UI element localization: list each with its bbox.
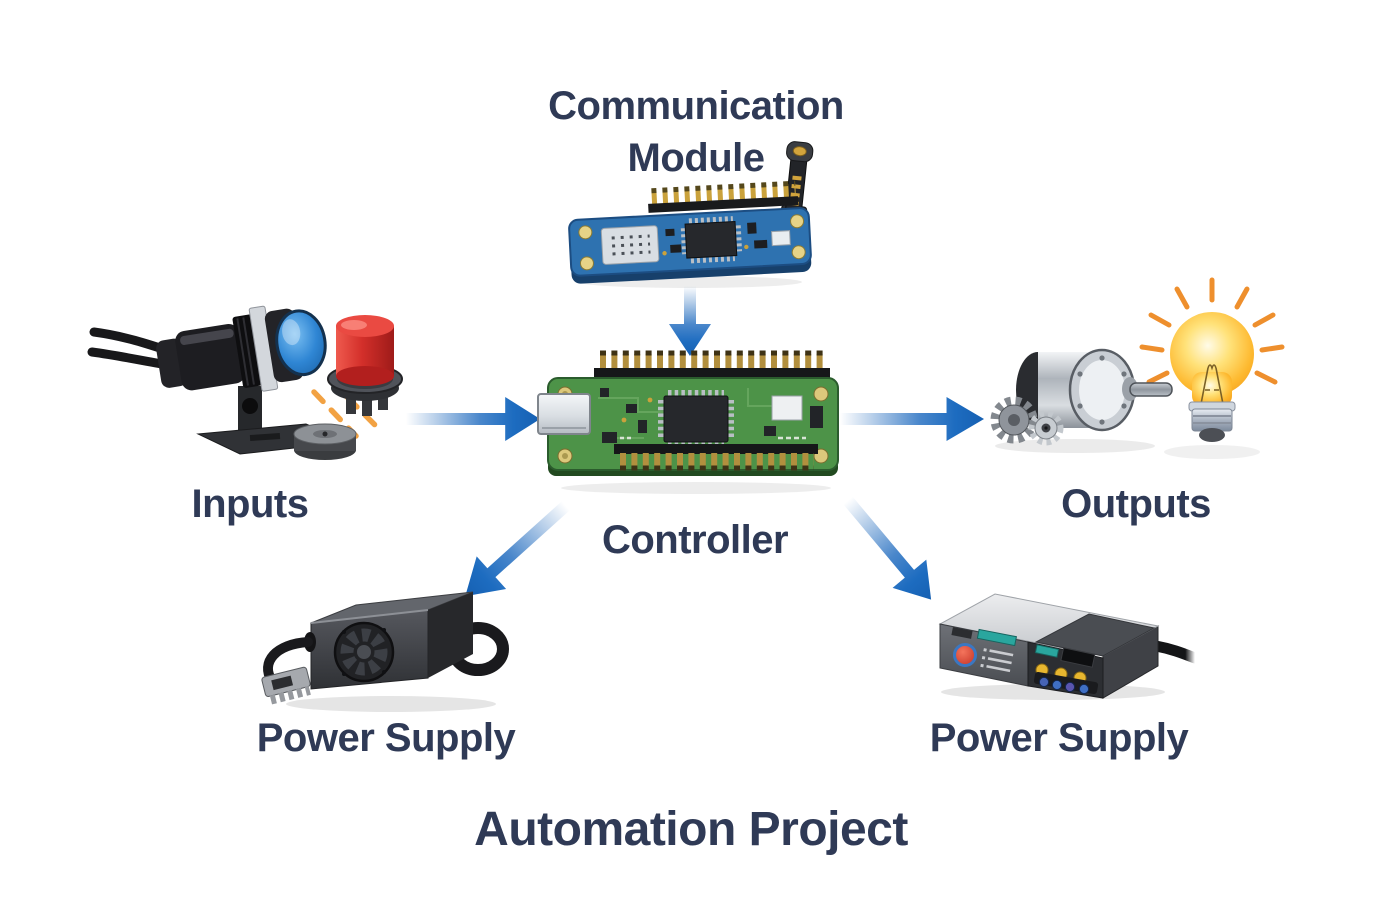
controller-label: Controller bbox=[601, 518, 789, 562]
diagram-title: Automation Project bbox=[474, 803, 908, 856]
communication-module-illustration bbox=[568, 141, 814, 288]
power-supply-left-label: Power Supply bbox=[256, 716, 516, 760]
qfp-chip bbox=[680, 216, 743, 264]
filament bbox=[1200, 364, 1224, 405]
module-controls bbox=[1033, 644, 1099, 695]
adapter-box bbox=[310, 591, 474, 690]
shadow bbox=[286, 696, 496, 712]
photoelectric-sensor bbox=[156, 305, 327, 392]
outputs-label: Outputs bbox=[1061, 482, 1211, 526]
multi-pin-connector bbox=[261, 666, 311, 705]
gear-motor bbox=[990, 348, 1173, 453]
metal-target-disc bbox=[293, 423, 357, 460]
dark-screen bbox=[1060, 647, 1096, 668]
arrow-controller-to-outputs bbox=[839, 397, 985, 441]
blue-lens bbox=[275, 309, 327, 377]
communication-module-label: Communication Module bbox=[548, 84, 844, 180]
inputs-label: Inputs bbox=[191, 482, 309, 526]
screw-hole bbox=[579, 256, 594, 271]
screw-base bbox=[1191, 408, 1233, 432]
top-pin-header bbox=[594, 350, 830, 379]
arrow-comm-to-controller bbox=[669, 286, 711, 356]
fan-grille bbox=[333, 621, 395, 683]
microcontroller-chip bbox=[658, 390, 734, 448]
arrow-controller-to-power-supply-right bbox=[843, 496, 932, 600]
bottom-pin-header bbox=[614, 444, 818, 471]
outputs-illustration bbox=[990, 277, 1285, 459]
power-supply-right-illustration bbox=[938, 593, 1201, 700]
red-push-button bbox=[327, 315, 403, 416]
inputs-illustration bbox=[87, 305, 403, 460]
screw-hole bbox=[790, 214, 805, 229]
arrow-inputs-to-controller bbox=[405, 397, 541, 441]
arrow-controller-to-power-supply-left bbox=[465, 501, 570, 597]
smd-component bbox=[771, 230, 791, 247]
front-panel-controls bbox=[951, 627, 1018, 673]
gear-small bbox=[1028, 410, 1064, 446]
screw-hole bbox=[813, 386, 829, 402]
gear-large bbox=[990, 396, 1038, 444]
light-bulb bbox=[1164, 312, 1260, 459]
teal-display-small bbox=[1034, 644, 1060, 658]
pin-header bbox=[648, 180, 799, 213]
smd-components bbox=[600, 388, 823, 443]
light-rays bbox=[1139, 277, 1285, 385]
controller-illustration bbox=[537, 350, 839, 494]
blue-pcb bbox=[568, 207, 812, 284]
screw-hole bbox=[791, 245, 806, 260]
power-cable bbox=[1150, 640, 1201, 664]
blue-knobs bbox=[1038, 676, 1090, 695]
teal-display bbox=[976, 628, 1018, 647]
shadow bbox=[561, 482, 831, 494]
power-supply-right-label: Power Supply bbox=[929, 716, 1189, 760]
white-component bbox=[771, 395, 803, 421]
rf-shield-can bbox=[600, 225, 660, 265]
motor-shaft bbox=[1129, 382, 1173, 397]
red-power-button bbox=[953, 643, 977, 667]
power-supply-left-illustration bbox=[261, 591, 509, 712]
usb-connector bbox=[537, 393, 591, 435]
bulb-tip bbox=[1199, 428, 1225, 442]
screw-hole bbox=[578, 225, 593, 240]
